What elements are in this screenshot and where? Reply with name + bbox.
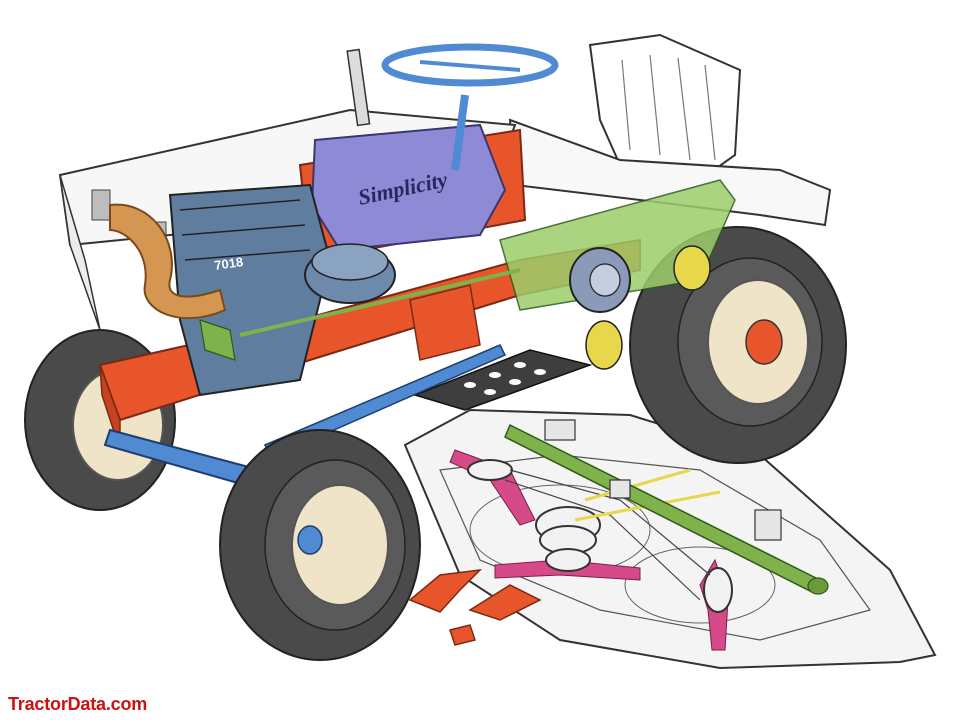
yellow-pulley-lower	[585, 320, 623, 370]
yellow-pulley-upper	[673, 245, 711, 291]
front-right-wheel	[219, 429, 421, 661]
footrest-plate	[412, 349, 593, 411]
deck-pulley-right	[703, 567, 733, 613]
deck-mounting-brackets	[408, 568, 542, 646]
deck-pulley-center	[535, 506, 601, 572]
engine-label: 7018	[213, 254, 244, 273]
transmission-pulley	[569, 247, 631, 313]
watermark: TractorData.com	[8, 694, 148, 714]
exhaust-pipe	[109, 203, 227, 320]
mower-deck	[403, 408, 937, 670]
deck-pulley-left	[467, 459, 513, 481]
steering-column	[451, 94, 469, 171]
air-intake-stack	[346, 48, 371, 127]
drive-train	[239, 179, 736, 370]
engine: 7018	[168, 183, 396, 397]
rear-wheel	[629, 226, 847, 464]
fuel-tank: Simplicity	[310, 123, 507, 252]
rear-fender	[508, 118, 832, 227]
deck-drive-shaft	[504, 423, 829, 595]
steering-wheel	[381, 43, 559, 87]
air-cleaner	[304, 243, 396, 304]
